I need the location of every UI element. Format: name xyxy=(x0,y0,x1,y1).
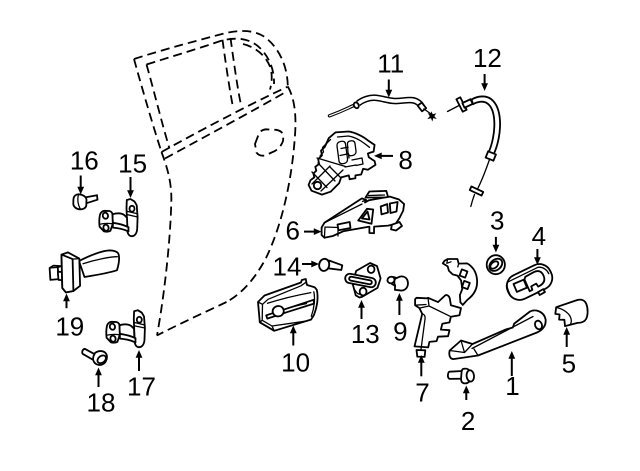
svg-text:2: 2 xyxy=(461,406,475,436)
svg-text:12: 12 xyxy=(473,43,502,73)
svg-text:1: 1 xyxy=(505,371,519,401)
svg-text:3: 3 xyxy=(490,205,504,235)
svg-text:18: 18 xyxy=(87,387,116,417)
svg-text:16: 16 xyxy=(70,146,99,176)
svg-text:5: 5 xyxy=(562,349,576,379)
svg-text:13: 13 xyxy=(351,319,380,349)
svg-text:6: 6 xyxy=(285,216,299,246)
svg-text:11: 11 xyxy=(377,49,404,79)
svg-text:14: 14 xyxy=(273,252,302,282)
svg-text:19: 19 xyxy=(55,312,84,342)
svg-text:8: 8 xyxy=(398,145,412,175)
svg-text:4: 4 xyxy=(532,221,546,251)
svg-text:9: 9 xyxy=(393,317,407,347)
svg-text:15: 15 xyxy=(118,148,147,178)
svg-text:10: 10 xyxy=(281,347,310,377)
svg-text:7: 7 xyxy=(415,377,429,407)
svg-text:17: 17 xyxy=(127,371,156,401)
